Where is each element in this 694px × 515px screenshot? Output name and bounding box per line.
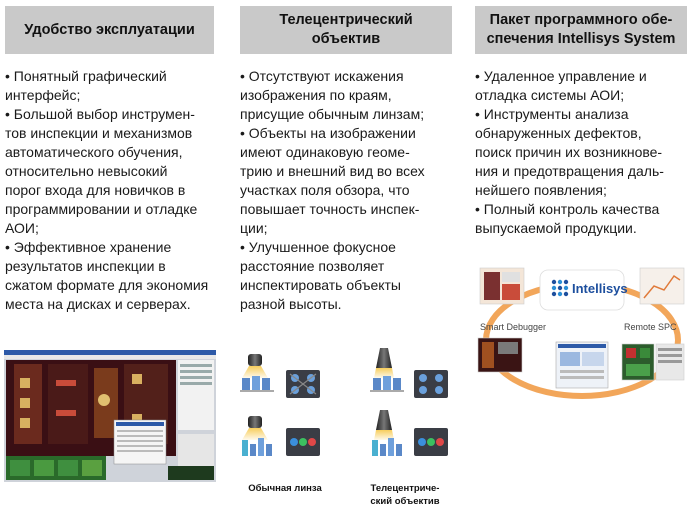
- text-line: выпускаемой продукции.: [475, 220, 637, 236]
- regular-lens-bottom: [242, 416, 272, 456]
- text-line: • Улучшенное фокусное: [240, 239, 396, 255]
- header-telecentric-line: объектив: [311, 31, 381, 47]
- text-line: места на дисках и серверах.: [5, 296, 191, 312]
- header-telecentric-line: Телецентрический: [279, 12, 413, 28]
- text-line: участках поля обзора, что: [240, 182, 410, 198]
- text-line: • Понятный графический: [5, 68, 167, 84]
- usability-text: • Понятный графический интерфейс; • Боль…: [5, 67, 227, 314]
- regular-lens-view-bottom: [286, 428, 320, 456]
- text-line: • Удаленное управление и: [475, 68, 647, 84]
- text-line: отладка системы АОИ;: [475, 87, 625, 103]
- telecentric-lens-bottom: [372, 410, 402, 456]
- intellisys-diagram: Intellisys Smart Debugger Remote SPC: [477, 267, 685, 399]
- intellisys-logo-text: Intellisys: [572, 281, 628, 296]
- label-remote-spc: Remote SPC: [624, 322, 677, 332]
- header-usability: Удобство эксплуатации: [5, 6, 214, 54]
- text-line: результатов инспекции в: [5, 258, 166, 274]
- text-line: интерфейс;: [5, 87, 81, 103]
- text-line: обнаруженных дефектов,: [475, 125, 642, 141]
- text-line: программировании и отладке: [5, 201, 198, 217]
- text-line: сжатом формате для экономия: [5, 277, 209, 293]
- lens-comparison-illustration: [240, 348, 448, 456]
- caption-line: ский объектив: [370, 496, 440, 507]
- header-software-line: спечения Intellisys System: [486, 31, 676, 47]
- regular-lens-top: [240, 354, 274, 392]
- text-line: • Большой выбор инструмен-: [5, 106, 195, 122]
- software-screenshot: [4, 350, 216, 482]
- caption-regular-lens: Обычная линза: [248, 483, 322, 494]
- text-line: • Инструменты анализа: [475, 106, 629, 122]
- label-smart-debugger: Smart Debugger: [480, 322, 546, 332]
- header-software-package: Пакет программного обе- спечения Intelli…: [475, 6, 687, 54]
- text-line: разной высоты.: [240, 296, 342, 312]
- regular-lens-view-top: [286, 370, 320, 398]
- text-line: ции;: [240, 220, 268, 236]
- header-usability-text: Удобство эксплуатации: [24, 21, 195, 38]
- text-line: повышает точность инспек-: [240, 201, 420, 217]
- text-line: АОИ;: [5, 220, 39, 236]
- caption-telecentric-lens: Телецентриче- ский объектив: [360, 482, 450, 508]
- text-line: порог входа для новичков в: [5, 182, 186, 198]
- text-line: относительно невысокий: [5, 163, 168, 179]
- text-line: • Отсутствуют искажения: [240, 68, 404, 84]
- telecentric-text: • Отсутствуют искажения изображения по к…: [240, 67, 462, 314]
- software-text: • Удаленное управление и отладка системы…: [475, 67, 693, 238]
- text-line: трию и внешний вид во всех: [240, 163, 425, 179]
- text-line: инспектировать объекты: [240, 277, 401, 293]
- text-line: присущие обычным линзам;: [240, 106, 425, 122]
- text-line: автоматического обучения,: [5, 144, 183, 160]
- text-line: ния и предотвращения даль-: [475, 163, 664, 179]
- thumb-top-right: [639, 267, 685, 305]
- text-line: • Эффективное хранение: [5, 239, 172, 255]
- telecentric-lens-view-bottom: [414, 428, 448, 456]
- text-line: нейшего появления;: [475, 182, 607, 198]
- intellisys-logo-icon: [551, 279, 569, 297]
- text-line: • Полный контроль качества: [475, 201, 660, 217]
- header-software-line: Пакет программного обе-: [489, 12, 673, 28]
- text-line: имеют одинаковую геоме-: [240, 144, 410, 160]
- text-line: тов инспекции и механизмов: [5, 125, 193, 141]
- software-screenshot-image: [4, 350, 216, 482]
- telecentric-lens-top: [370, 348, 404, 392]
- logo-box: [539, 269, 625, 311]
- text-line: поиск причин их возникнове-: [475, 144, 663, 160]
- text-line: расстояние позволяет: [240, 258, 385, 274]
- telecentric-lens-view-top: [414, 370, 448, 398]
- header-telecentric: Телецентрический объектив: [240, 6, 452, 54]
- caption-line: Телецентриче-: [370, 483, 440, 494]
- text-line: • Объекты на изображении: [240, 125, 416, 141]
- text-line: изображения по краям,: [240, 87, 392, 103]
